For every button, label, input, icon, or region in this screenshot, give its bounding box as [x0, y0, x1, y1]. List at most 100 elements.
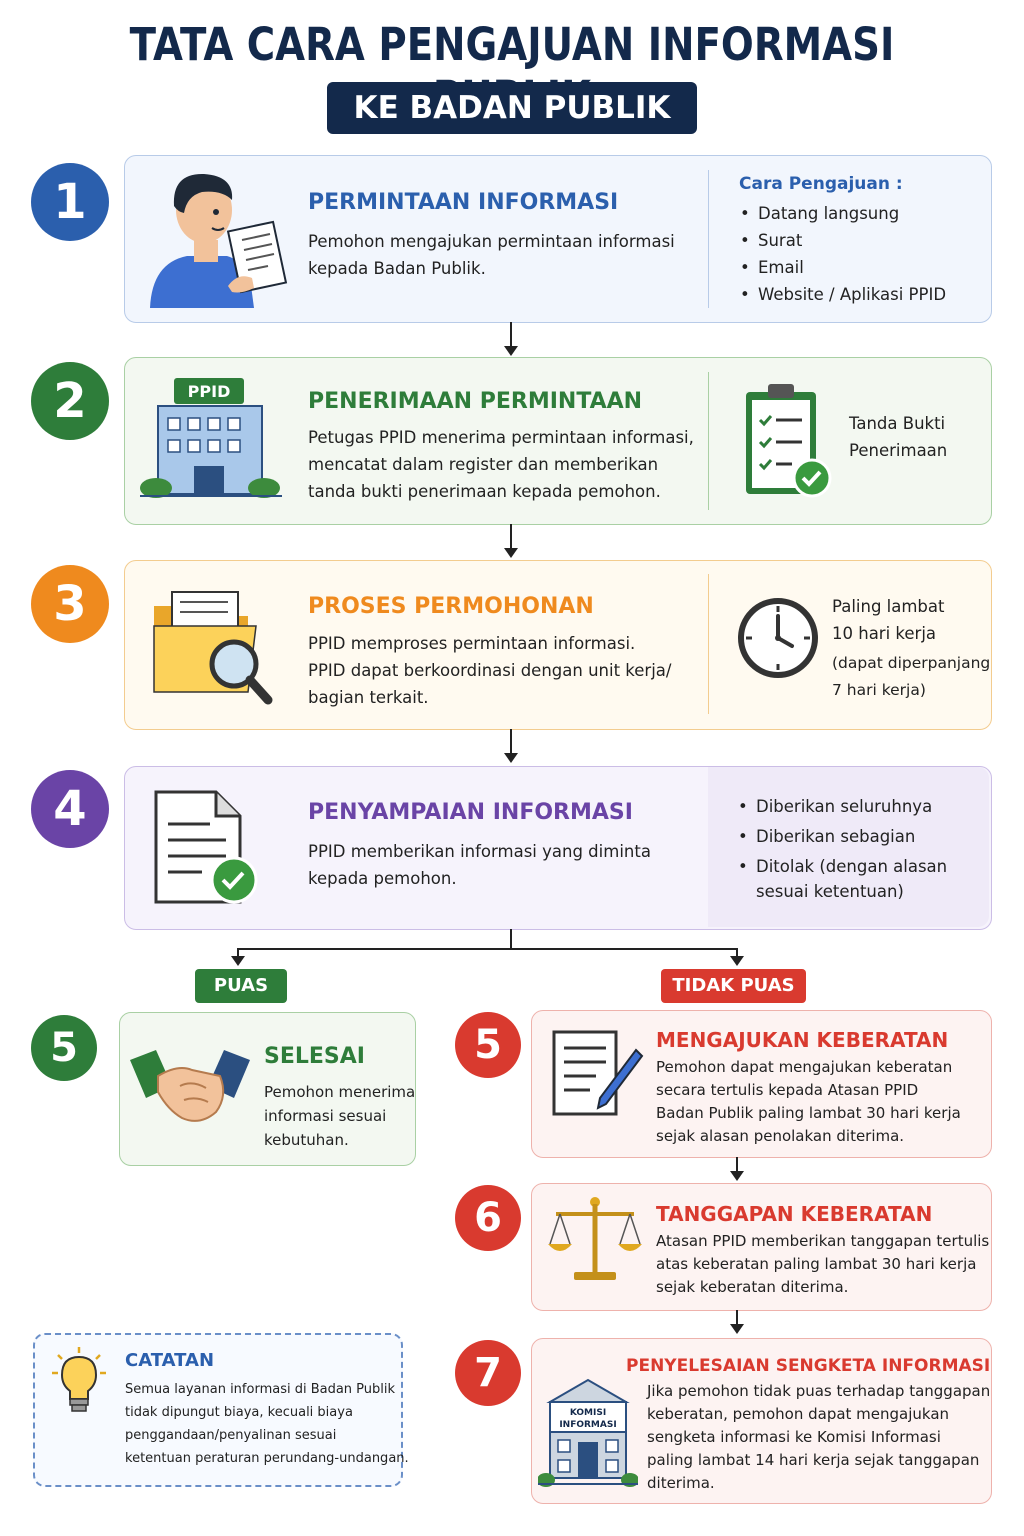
unsatisfied-tag: TIDAK PUAS [661, 969, 806, 1003]
building-sign-line: INFORMASI [559, 1420, 616, 1430]
step-1-divider [708, 170, 709, 308]
step-1-side-title: Cara Pengajuan : [739, 174, 903, 194]
dispute-desc-line: keberatan, pemohon dapat mengajukan [647, 1405, 950, 1423]
flow-arrow-head [730, 1324, 744, 1334]
dispute-desc-line: diterima. [647, 1474, 715, 1492]
folder-magnifier-icon [153, 591, 273, 705]
note-text: Semua layanan informasi di Badan Publik … [125, 1378, 409, 1470]
objection-desc-line: Badan Publik paling lambat 30 hari kerja [656, 1104, 961, 1122]
done-desc-line: kebutuhan. [264, 1131, 349, 1149]
done-desc-line: Pemohon menerima [264, 1083, 416, 1101]
step-2-desc-line: mencatat dalam register dan memberikan [308, 455, 659, 474]
step-4-desc-line: PPID memberikan informasi yang diminta [308, 842, 651, 861]
building-sign-line: KOMISI [570, 1408, 606, 1418]
flow-arrow-head [504, 346, 518, 356]
objection-desc-line: Pemohon dapat mengajukan keberatan [656, 1058, 953, 1076]
deadline-extension-note: (dapat diperpanjang 7 hari kerja) [832, 650, 990, 704]
flow-arrow [736, 1310, 738, 1326]
response-desc: Atasan PPID memberikan tanggapan tertuli… [656, 1230, 989, 1299]
step-3-number: 3 [31, 565, 109, 643]
response-step-number: 6 [455, 1185, 521, 1251]
clock-icon [738, 598, 818, 678]
deadline-line: Paling lambat [832, 597, 945, 616]
clipboard-check-icon [746, 384, 832, 498]
dispute-step-number: 7 [455, 1340, 521, 1406]
note-line: Semua layanan informasi di Badan Publik [125, 1382, 396, 1397]
satisfied-tag: PUAS [195, 969, 287, 1003]
step-3-desc: PPID memproses permintaan informasi. PPI… [308, 630, 671, 711]
objection-desc: Pemohon dapat mengajukan keberatan secar… [656, 1056, 961, 1148]
dispute-title: PENYELESAIAN SENGKETA INFORMASI [626, 1356, 991, 1376]
step-4-outcome-list: Diberikan seluruhnya Diberikan sebagian … [736, 792, 947, 882]
step-2-desc-line: tanda bukti penerimaan kepada pemohon. [308, 482, 661, 501]
list-item: Surat [738, 227, 946, 254]
step-2-title: PENERIMAAN PERMINTAAN [308, 389, 643, 414]
objection-desc-line: sejak alasan penolakan diterima. [656, 1127, 905, 1145]
scale-of-justice-icon [548, 1197, 642, 1280]
step-1-title: PERMINTAAN INFORMASI [308, 190, 619, 215]
flow-arrow [736, 948, 738, 958]
ppid-sign-text: PPID [188, 382, 231, 401]
document-pen-icon [552, 1030, 644, 1116]
step-1-desc: Pemohon mengajukan permintaan informasi … [308, 228, 675, 282]
flow-arrow-head [730, 956, 744, 966]
deadline-text: Paling lambat 10 hari kerja [832, 593, 945, 647]
step-2-number: 2 [31, 362, 109, 440]
note-box [33, 1333, 403, 1487]
dispute-desc: Jika pemohon tidak puas terhadap tanggap… [647, 1380, 990, 1495]
step-4-title: PENYAMPAIAN INFORMASI [308, 800, 633, 825]
step-1-number: 1 [31, 163, 109, 241]
receipt-proof-label: Tanda Bukti Penerimaan [849, 410, 947, 464]
step-4-desc-line: kepada pemohon. [308, 869, 457, 888]
objection-step-number: 5 [455, 1012, 521, 1078]
response-card [531, 1183, 992, 1311]
step-2-desc-line: Petugas PPID menerima permintaan informa… [308, 428, 694, 447]
step-4-desc: PPID memberikan informasi yang diminta k… [308, 838, 651, 892]
response-title: TANGGAPAN KEBERATAN [656, 1202, 933, 1226]
done-desc: Pemohon menerima informasi sesuai kebutu… [264, 1080, 415, 1152]
flow-arrow [237, 948, 239, 958]
note-title: CATATAN [125, 1350, 215, 1371]
list-item: Ditolak (dengan alasan [736, 852, 947, 882]
note-line: tidak dipungut biaya, kecuali biaya [125, 1405, 353, 1420]
objection-desc-line: secara tertulis kepada Atasan PPID [656, 1081, 919, 1099]
step-3-desc-line: PPID memproses permintaan informasi. [308, 634, 636, 653]
page-subtitle: KE BADAN PUBLIK [327, 82, 697, 134]
handshake-icon [130, 1050, 250, 1122]
done-step-number: 5 [31, 1015, 97, 1081]
step-3-desc-line: PPID dapat berkoordinasi dengan unit ker… [308, 661, 672, 680]
list-item-continuation: sesuai ketentuan) [756, 882, 904, 901]
branch-connector [510, 929, 512, 949]
step-3-divider [708, 574, 709, 714]
step-1-desc-line: Pemohon mengajukan permintaan informasi [308, 232, 675, 251]
step-3-title: PROSES PERMOHONAN [308, 594, 594, 619]
flow-arrow-head [730, 1171, 744, 1181]
commission-building-icon: KOMISI INFORMASI [538, 1378, 638, 1487]
note-line: penggandaan/penyalinan sesuai [125, 1428, 337, 1443]
branch-connector [238, 948, 738, 950]
person-reading-document-icon [150, 173, 288, 308]
flow-arrow [736, 1157, 738, 1173]
list-item: Website / Aplikasi PPID [738, 281, 946, 308]
response-desc-line: sejak keberatan diterima. [656, 1278, 849, 1296]
response-desc-line: Atasan PPID memberikan tanggapan tertuli… [656, 1232, 990, 1250]
document-check-icon [154, 790, 258, 904]
deadline-note-line: (dapat diperpanjang [832, 654, 991, 672]
step-4-number: 4 [31, 770, 109, 848]
list-item: Email [738, 254, 946, 281]
step-2-desc: Petugas PPID menerima permintaan informa… [308, 424, 694, 505]
flow-arrow [510, 524, 512, 550]
lightbulb-icon [52, 1347, 106, 1412]
list-item: Diberikan seluruhnya [736, 792, 947, 822]
deadline-line: 10 hari kerja [832, 624, 937, 643]
flow-arrow-head [504, 548, 518, 558]
flow-arrow-head [504, 753, 518, 763]
step-3-desc-line: bagian terkait. [308, 688, 429, 707]
done-desc-line: informasi sesuai [264, 1107, 387, 1125]
ppid-building-icon: PPID [140, 378, 282, 498]
dispute-desc-line: sengketa informasi ke Komisi Informasi [647, 1428, 941, 1446]
flow-arrow-head [231, 956, 245, 966]
step-1-desc-line: kepada Badan Publik. [308, 259, 486, 278]
dispute-desc-line: Jika pemohon tidak puas terhadap tanggap… [647, 1382, 991, 1400]
step-2-divider [708, 372, 709, 510]
